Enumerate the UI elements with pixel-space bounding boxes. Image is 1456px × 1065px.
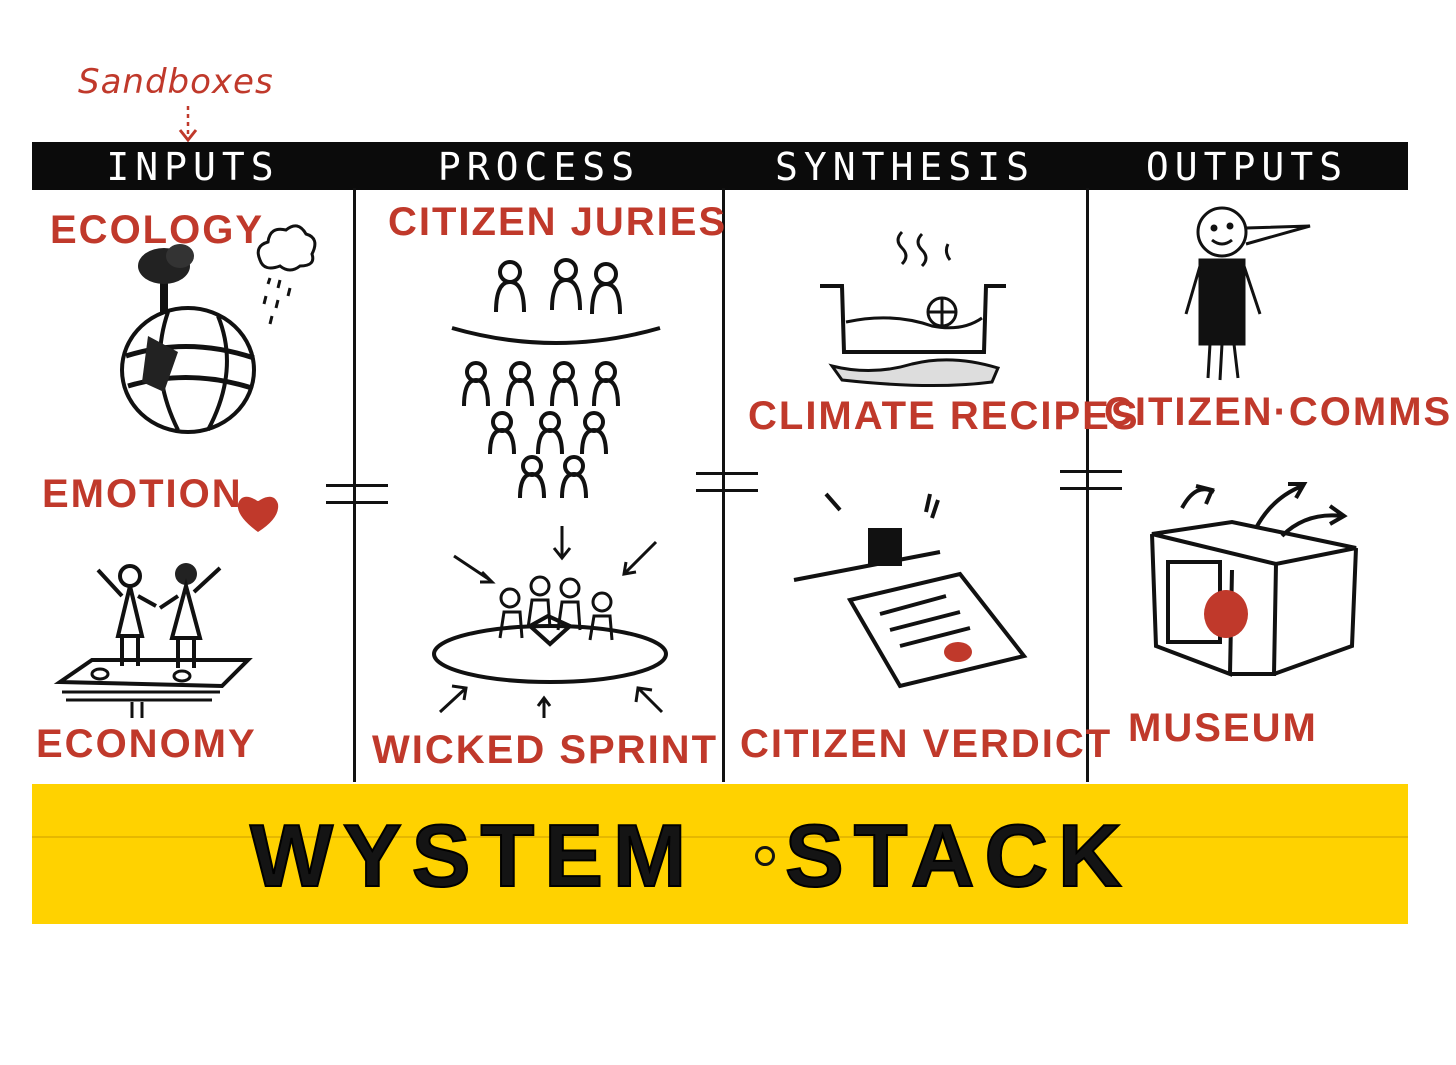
label-economy: ECONOMY (36, 722, 257, 766)
label-ecology: ECOLOGY (50, 208, 265, 252)
label-emotion: EMOTION (42, 472, 243, 516)
header-outputs: OUTPUTS (1145, 145, 1349, 189)
people-funnel-icon (451, 258, 661, 499)
footer-banner (32, 784, 1408, 924)
cloud-icon (256, 224, 317, 325)
equals-sign (696, 472, 758, 492)
label-climate-recipes: CLIMATE RECIPES (748, 394, 1140, 438)
figure-icon (1184, 206, 1311, 381)
equals-sign (1060, 470, 1122, 490)
arrow-down-icon (178, 106, 198, 143)
footer-title-left: WYSTEM (249, 805, 697, 906)
footer-stripe (32, 836, 1408, 838)
globe-tree-icon (120, 244, 256, 434)
sandboxes-annotation: Sandboxes (78, 62, 274, 102)
label-citizen-juries: CITIZEN JURIES (388, 200, 728, 244)
open-box-icon (1150, 482, 1358, 677)
label-citizen-verdict: CITIZEN VERDICT (740, 722, 1113, 766)
round-table-icon (432, 526, 668, 718)
pot-icon (820, 230, 1006, 388)
label-citizen-comms: CITIZEN·COMMS (1104, 390, 1453, 434)
label-wicked-sprint: WICKED SPRINT (372, 728, 718, 772)
separator-dot (755, 846, 775, 866)
header-process: PROCESS (437, 145, 641, 189)
header-synthesis: SYNTHESIS (775, 145, 1035, 189)
header-inputs: INPUTS (106, 145, 280, 189)
label-museum: MUSEUM (1128, 706, 1318, 750)
footer-title-right: STACK (784, 805, 1132, 906)
people-on-board-icon (53, 563, 253, 718)
column-divider (1086, 188, 1089, 782)
gavel-document-icon (793, 492, 1028, 689)
equals-sign (326, 484, 388, 504)
header-bar (32, 142, 1408, 190)
heart-icon (237, 496, 279, 532)
column-divider (722, 188, 725, 782)
